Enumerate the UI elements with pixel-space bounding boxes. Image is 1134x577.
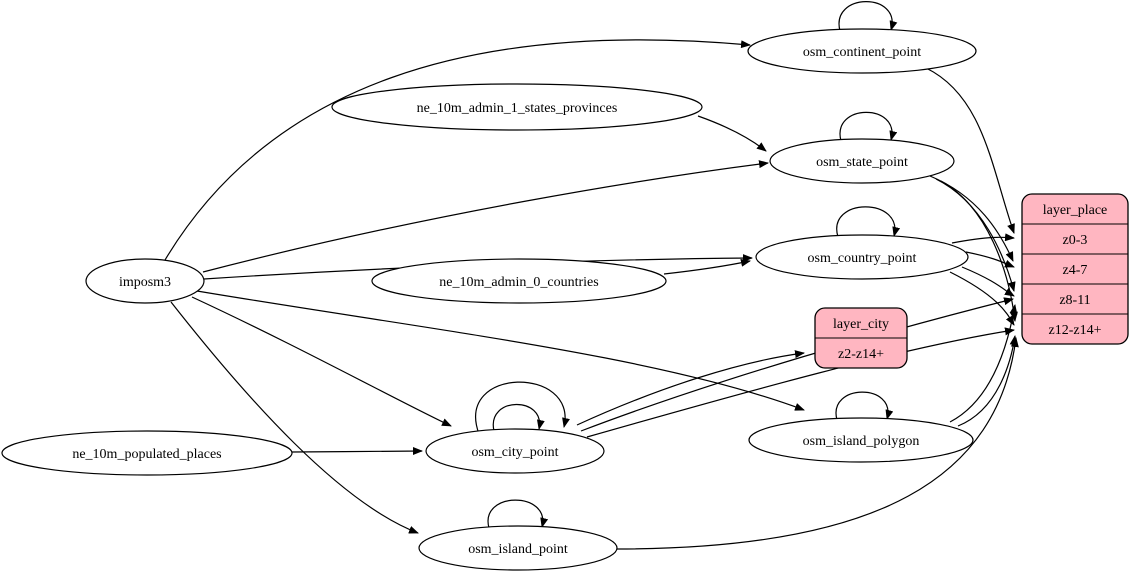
node-label-osm_country_point: osm_country_point bbox=[808, 251, 917, 266]
node-label-osm_city_point: osm_city_point bbox=[471, 445, 558, 460]
edge-osm_island_point--osm_island_point-loop1 bbox=[487, 499, 549, 529]
edge-osm_country_point--layer_place:z4-7 bbox=[965, 251, 1015, 268]
node-label-osm_island_point: osm_island_point bbox=[468, 542, 568, 557]
edge-osm_state_point--layer_place:z8-11 bbox=[935, 178, 1016, 292]
record-row-label-layer_city-1: z2-z14+ bbox=[838, 347, 884, 362]
node-label-osm_continent_point: osm_continent_point bbox=[803, 45, 921, 60]
edge-osm_state_point--osm_state_point-loop1 bbox=[839, 111, 898, 142]
edge-imposm3--osm_city_point bbox=[191, 296, 452, 427]
record-row-label-layer_place-2: z4-7 bbox=[1063, 263, 1088, 278]
record-layer_place: layer_place z0-3 z4-7 z8-11 z12-z14+ bbox=[1021, 193, 1129, 345]
edge-osm_island_polygon--osm_island_polygon-loop1 bbox=[835, 391, 894, 421]
edge-osm_continent_point--osm_continent_point-loop1 bbox=[838, 1, 898, 32]
node-shape-osm_continent_point bbox=[747, 28, 977, 74]
edge-osm_city_point--layer_place:z12-z14+ bbox=[586, 327, 1015, 438]
node-label-ne_10m_admin_0_countries: ne_10m_admin_0_countries bbox=[439, 275, 598, 290]
record-shape-layer_place bbox=[1021, 193, 1129, 345]
node-label-osm_state_point: osm_state_point bbox=[816, 155, 908, 170]
edge-ne_10m_admin_1_states_provinces--osm_state_point bbox=[697, 115, 767, 152]
node-osm_island_polygon: osm_island_polygon bbox=[748, 417, 974, 463]
node-shape-ne_10m_populated_places bbox=[1, 430, 293, 476]
node-shape-osm_island_polygon bbox=[748, 417, 974, 463]
node-label-imposm3: imposm3 bbox=[119, 275, 171, 290]
edge-imposm3--osm_island_point bbox=[170, 301, 419, 534]
edge-imposm3--osm_continent_point bbox=[164, 39, 751, 261]
node-osm_island_point: osm_island_point bbox=[418, 525, 618, 571]
edge-osm_country_point--layer_place:z12-z14+ bbox=[949, 271, 1015, 326]
node-shape-osm_state_point bbox=[769, 138, 955, 184]
node-ne_10m_populated_places: ne_10m_populated_places bbox=[1, 430, 293, 476]
edge-imposm3--osm_island_polygon bbox=[196, 290, 805, 411]
node-shape-osm_island_point bbox=[418, 525, 618, 571]
edge-osm_city_point--layer_city:z2-z14+ bbox=[576, 350, 805, 426]
node-ne_10m_admin_1_states_provinces: ne_10m_admin_1_states_provinces bbox=[331, 83, 703, 131]
node-shape-osm_city_point bbox=[425, 428, 605, 474]
edge-osm_country_point--layer_place:z0-3 bbox=[951, 233, 1015, 244]
record-row-label-layer_place-1: z0-3 bbox=[1063, 233, 1088, 248]
node-shape-osm_country_point bbox=[755, 234, 969, 280]
node-shape-ne_10m_admin_1_states_provinces bbox=[331, 83, 703, 131]
edge-imposm3--osm_state_point bbox=[202, 160, 769, 273]
node-shape-ne_10m_admin_0_countries bbox=[371, 258, 667, 304]
node-shape-imposm3 bbox=[85, 258, 205, 304]
node-label-ne_10m_admin_1_states_provinces: ne_10m_admin_1_states_provinces bbox=[417, 101, 618, 116]
node-osm_city_point: osm_city_point bbox=[425, 428, 605, 474]
node-ne_10m_admin_0_countries: ne_10m_admin_0_countries bbox=[371, 258, 667, 304]
record-row-label-layer_place-0: layer_place bbox=[1043, 203, 1108, 218]
node-label-osm_island_polygon: osm_island_polygon bbox=[803, 434, 920, 449]
edge-osm_city_point--osm_city_point-loop2 bbox=[475, 381, 570, 435]
node-osm_continent_point: osm_continent_point bbox=[747, 28, 977, 74]
node-osm_country_point: osm_country_point bbox=[755, 234, 969, 280]
edge-ne_10m_admin_0_countries--osm_country_point bbox=[663, 258, 751, 275]
node-label-ne_10m_populated_places: ne_10m_populated_places bbox=[72, 447, 221, 462]
record-row-label-layer_city-0: layer_city bbox=[833, 317, 889, 332]
node-imposm3: imposm3 bbox=[85, 258, 205, 304]
edge-osm_city_point--layer_place:z8-11 bbox=[580, 297, 1014, 432]
edge-osm_city_point--osm_city_point-loop1 bbox=[492, 403, 545, 432]
edge-osm_island_polygon--layer_place:z8-11 bbox=[949, 304, 1018, 423]
record-row-label-layer_place-3: z8-11 bbox=[1059, 293, 1090, 308]
node-osm_state_point: osm_state_point bbox=[769, 138, 955, 184]
edge-osm_country_point--layer_place:z8-11 bbox=[961, 266, 1015, 297]
record-row-label-layer_place-4: z12-z14+ bbox=[1049, 323, 1102, 338]
edge-osm_country_point--osm_country_point-loop1 bbox=[836, 206, 901, 238]
edge-osm_island_point--layer_place:z12-z14+ bbox=[616, 337, 1019, 550]
record-layer_city: layer_city z2-z14+ bbox=[814, 307, 908, 369]
edge-ne_10m_populated_places--osm_city_point bbox=[291, 447, 423, 456]
edge-osm_continent_point--layer_place:z0-3 bbox=[925, 67, 1015, 234]
